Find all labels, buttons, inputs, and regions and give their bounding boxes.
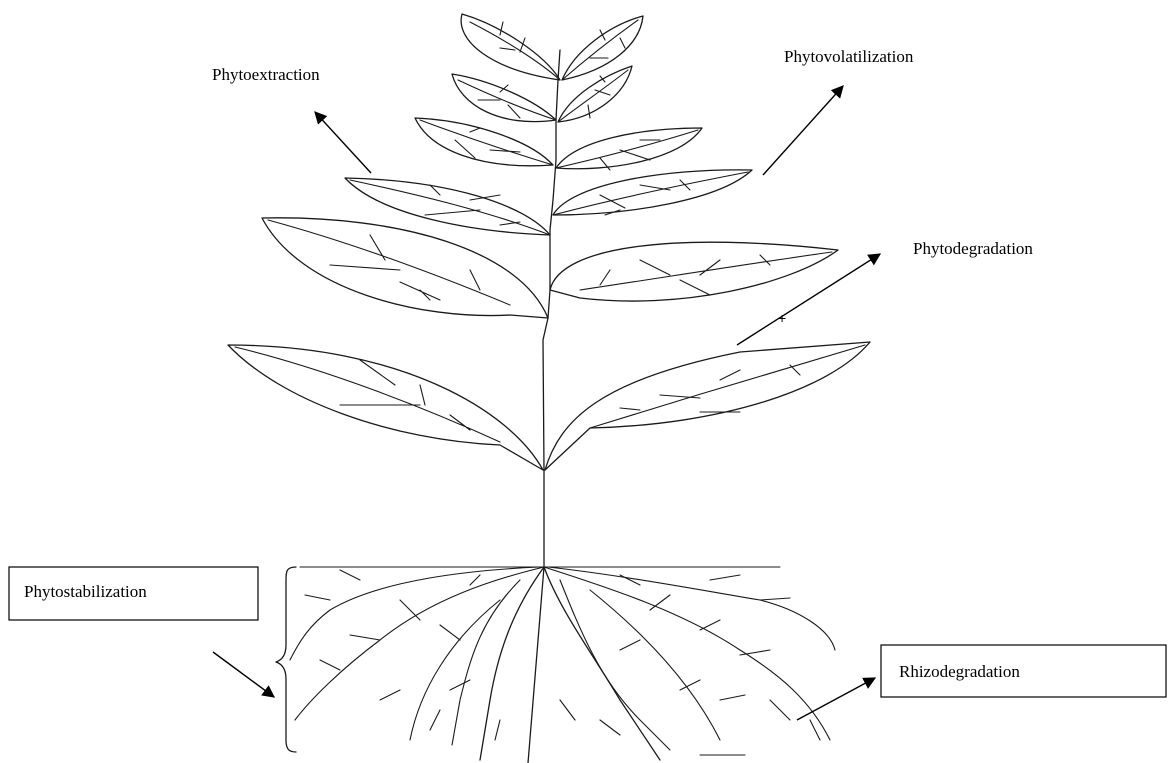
leaf-top-left <box>461 14 560 80</box>
leaf-5-right <box>550 242 838 301</box>
label-phytovolatilization: Phytovolatilization <box>784 47 914 66</box>
leaf-6-right <box>545 342 870 470</box>
label-phytodegradation: Phytodegradation <box>913 239 1033 258</box>
arrow-phytostabilization <box>213 652 274 697</box>
arrow-phytodegradation <box>737 254 880 345</box>
plant-roots <box>290 567 835 763</box>
asterisk-mark: + <box>778 310 786 326</box>
root-zone-brace <box>276 567 296 752</box>
leaf-6-left <box>228 345 543 470</box>
plant-leaves <box>228 14 870 470</box>
leaf-4-left <box>345 178 550 235</box>
arrow-rhizodegradation <box>797 678 875 720</box>
label-phytostabilization: Phytostabilization <box>24 582 147 601</box>
label-phytoextraction: Phytoextraction <box>212 65 320 84</box>
plant-stem <box>543 50 560 567</box>
arrow-phytoextraction <box>315 112 371 173</box>
label-rhizodegradation: Rhizodegradation <box>899 662 1020 681</box>
arrow-phytovolatilization <box>763 86 843 175</box>
